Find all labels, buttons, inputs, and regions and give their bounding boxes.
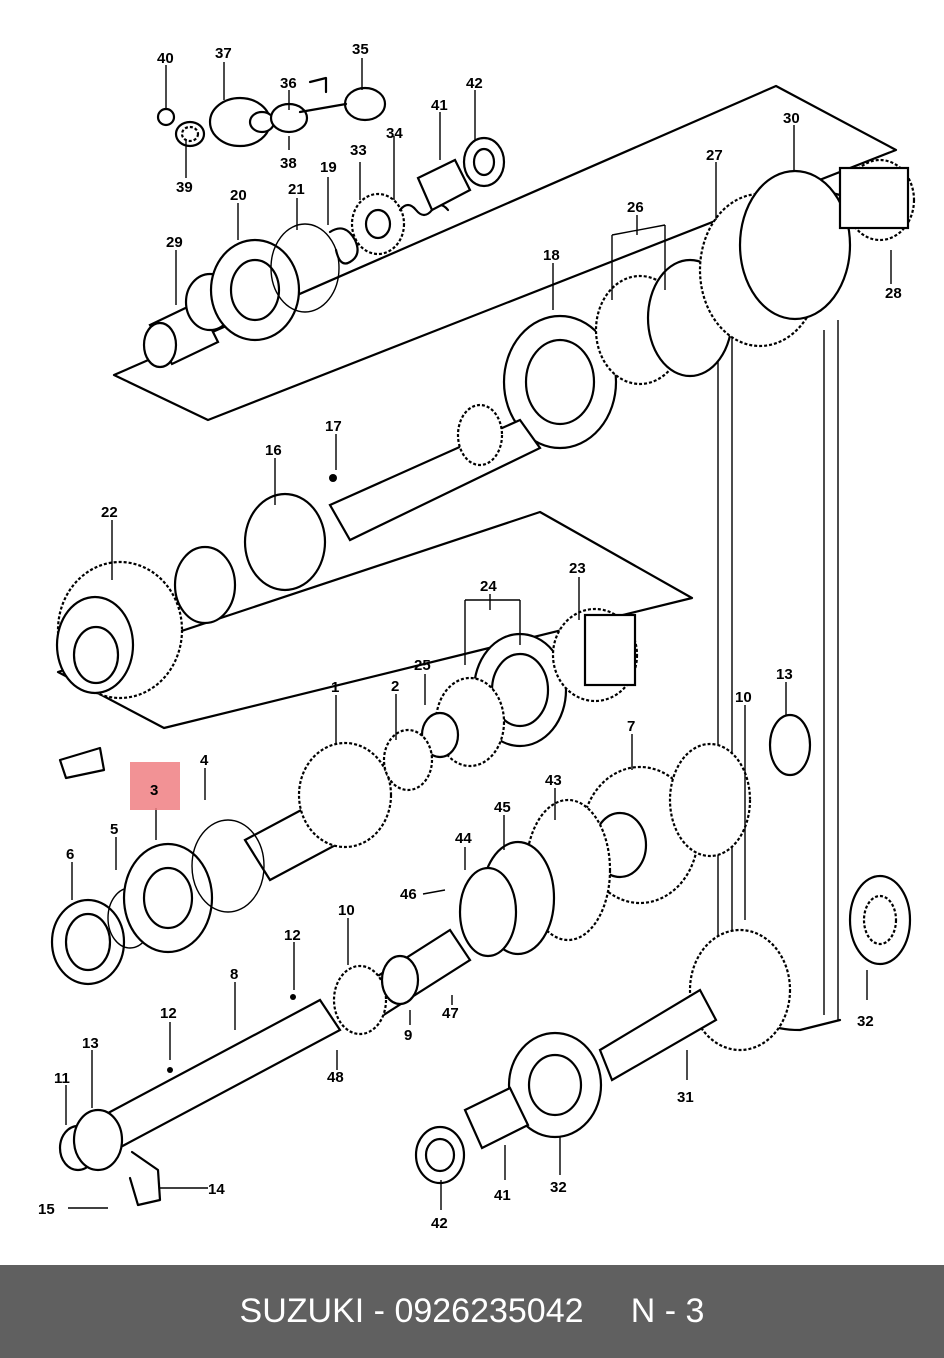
callout-20: 20 <box>230 187 247 204</box>
callout-9: 9 <box>404 1027 412 1044</box>
reverse-idler-shaft <box>58 928 472 1207</box>
callout-23: 23 <box>569 560 586 577</box>
callout-30: 30 <box>783 110 800 127</box>
callout-1: 1 <box>331 679 339 696</box>
callout-labels: 40 37 35 36 42 41 38 34 33 19 21 20 39 2… <box>38 41 902 1232</box>
callout-13: 13 <box>776 666 793 683</box>
gear-group-right <box>458 713 912 966</box>
callout-21: 21 <box>288 181 305 198</box>
callout-42: 42 <box>431 1215 448 1232</box>
callout-24: 24 <box>480 578 497 595</box>
callout-14: 14 <box>208 1181 225 1198</box>
callout-43: 43 <box>545 772 562 789</box>
callout-47: 47 <box>442 1005 459 1022</box>
callout-18: 18 <box>543 247 560 264</box>
callout-34: 34 <box>386 125 403 142</box>
callout-5: 5 <box>110 821 118 838</box>
callout-10: 10 <box>735 689 752 706</box>
callout-15: 15 <box>38 1201 55 1218</box>
callout-25: 25 <box>414 657 431 674</box>
callout-32: 32 <box>550 1179 567 1196</box>
callout-45: 45 <box>494 799 511 816</box>
part-number-caption: SUZUKI - 0926235042 N - 3 <box>0 1265 944 1358</box>
callout-16: 16 <box>265 442 282 459</box>
callout-3: 3 <box>150 782 158 799</box>
callout-28: 28 <box>885 285 902 302</box>
leader-lines <box>65 58 892 1210</box>
callout-17: 17 <box>325 418 342 435</box>
bearing-group-front <box>50 819 265 986</box>
callout-12: 12 <box>160 1005 177 1022</box>
callout-13: 13 <box>82 1035 99 1052</box>
callout-46: 46 <box>400 886 417 903</box>
callout-7: 7 <box>627 718 635 735</box>
main-shaft-top <box>142 136 506 369</box>
callout-48: 48 <box>327 1069 344 1086</box>
callout-29: 29 <box>166 234 183 251</box>
callout-6: 6 <box>66 846 74 863</box>
callout-8: 8 <box>230 966 238 983</box>
gear-cluster-upper <box>502 158 916 450</box>
callout-44: 44 <box>455 830 472 847</box>
callout-39: 39 <box>176 179 193 196</box>
callout-11: 11 <box>54 1070 70 1087</box>
callout-38: 38 <box>280 155 297 172</box>
callout-31: 31 <box>677 1089 694 1106</box>
callout-12: 12 <box>284 927 301 944</box>
counter-shaft-middle <box>55 403 542 700</box>
callout-2: 2 <box>391 678 399 695</box>
callout-41: 41 <box>494 1187 511 1204</box>
top-shaft-frame <box>112 84 898 422</box>
callout-37: 37 <box>215 45 232 62</box>
output-shaft-lower <box>414 928 792 1185</box>
callout-4: 4 <box>200 752 209 769</box>
callout-36: 36 <box>280 75 297 92</box>
middle-shaft-frame <box>56 510 694 730</box>
shift-detent-parts <box>156 76 387 148</box>
callout-22: 22 <box>101 504 118 521</box>
callout-33: 33 <box>350 142 367 159</box>
callout-19: 19 <box>320 159 337 176</box>
callout-32: 32 <box>857 1013 874 1030</box>
callout-35: 35 <box>352 41 369 58</box>
synchro-assembly <box>420 607 639 768</box>
callout-27: 27 <box>706 147 723 164</box>
highlight-box <box>130 762 180 810</box>
input-gear-shaft <box>58 728 434 882</box>
callout-42: 42 <box>466 75 483 92</box>
callout-41: 41 <box>431 97 448 114</box>
callout-40: 40 <box>157 50 174 67</box>
callout-26: 26 <box>627 199 644 216</box>
exploded-parts-diagram: 40 37 35 36 42 41 38 34 33 19 21 20 39 2… <box>38 41 916 1232</box>
callout-10: 10 <box>338 902 355 919</box>
